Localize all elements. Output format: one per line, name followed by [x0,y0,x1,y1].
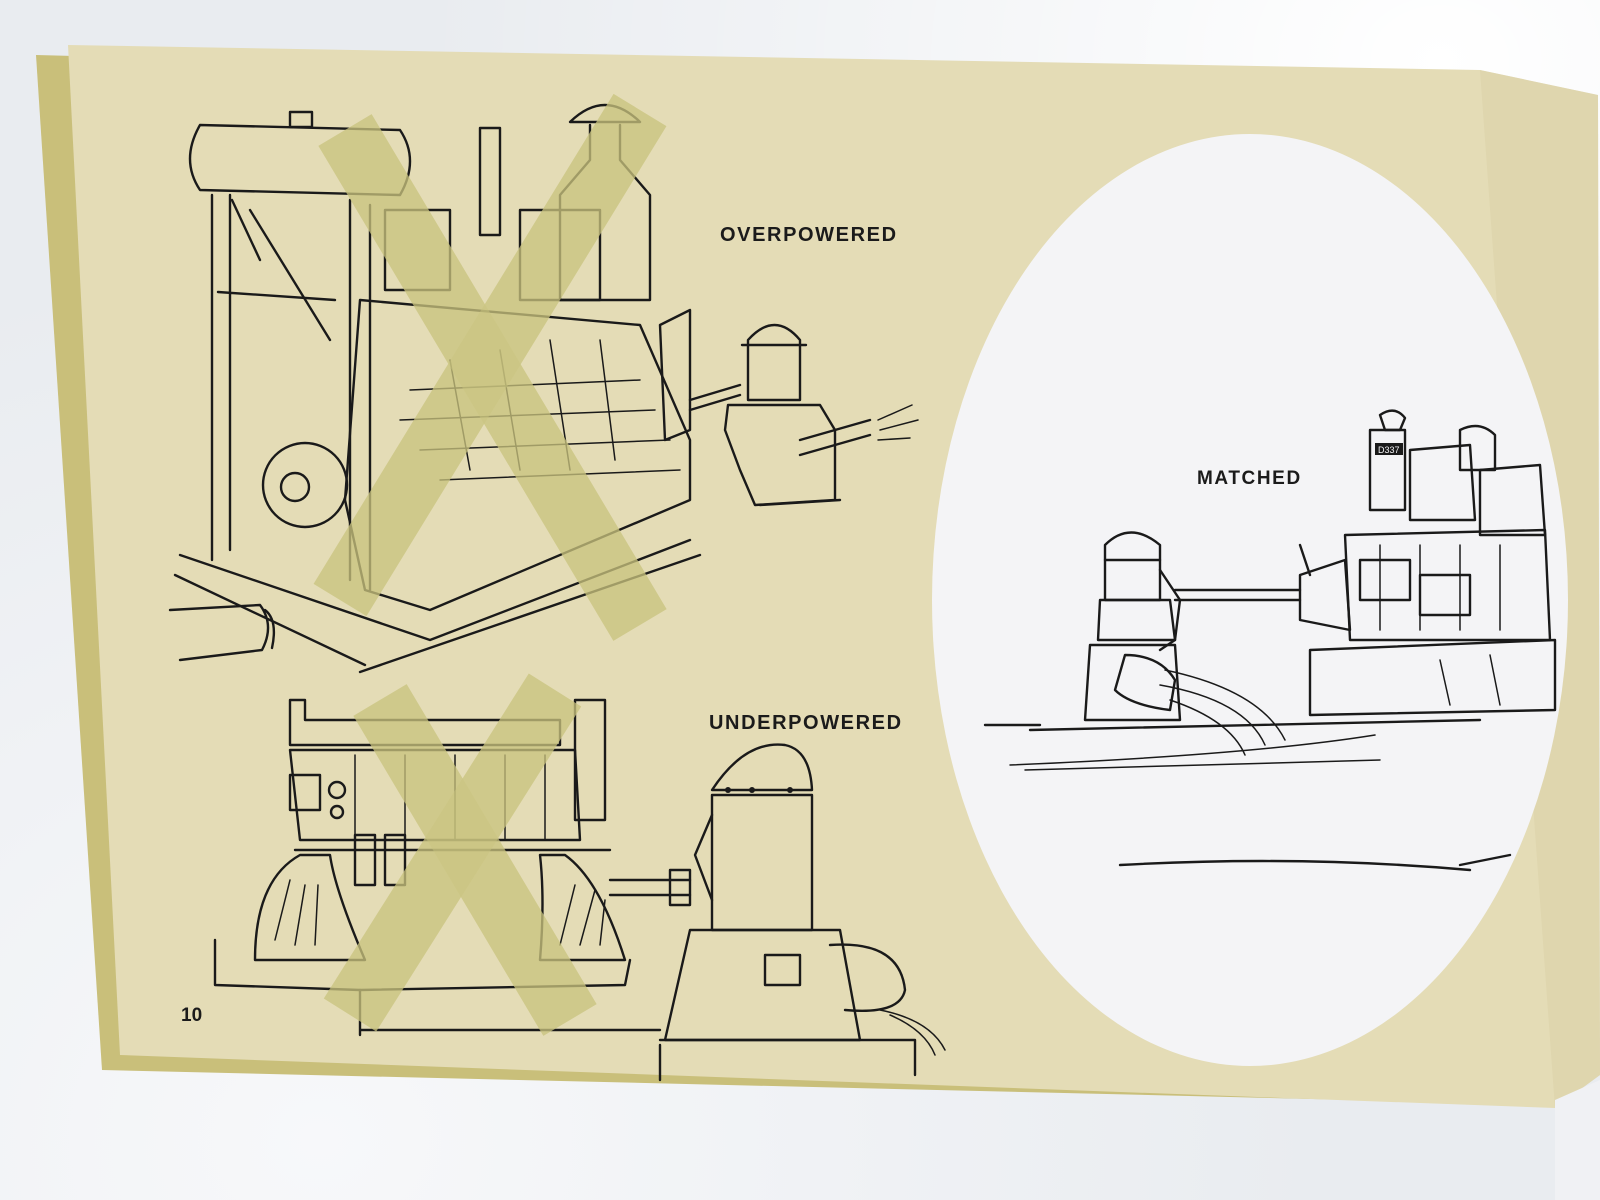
svg-text:D337: D337 [1378,445,1400,455]
overpowered-label: OVERPOWERED [720,224,898,246]
matched-illustration: D337 [983,409,1557,872]
matched-label: MATCHED [1197,468,1302,489]
page-number: 10 [181,1005,203,1026]
underpowered-x-mark [323,673,597,1036]
overpowered-x-mark [313,93,667,641]
underpowered-label: UNDERPOWERED [709,712,903,734]
underpowered-illustration [213,698,946,1082]
